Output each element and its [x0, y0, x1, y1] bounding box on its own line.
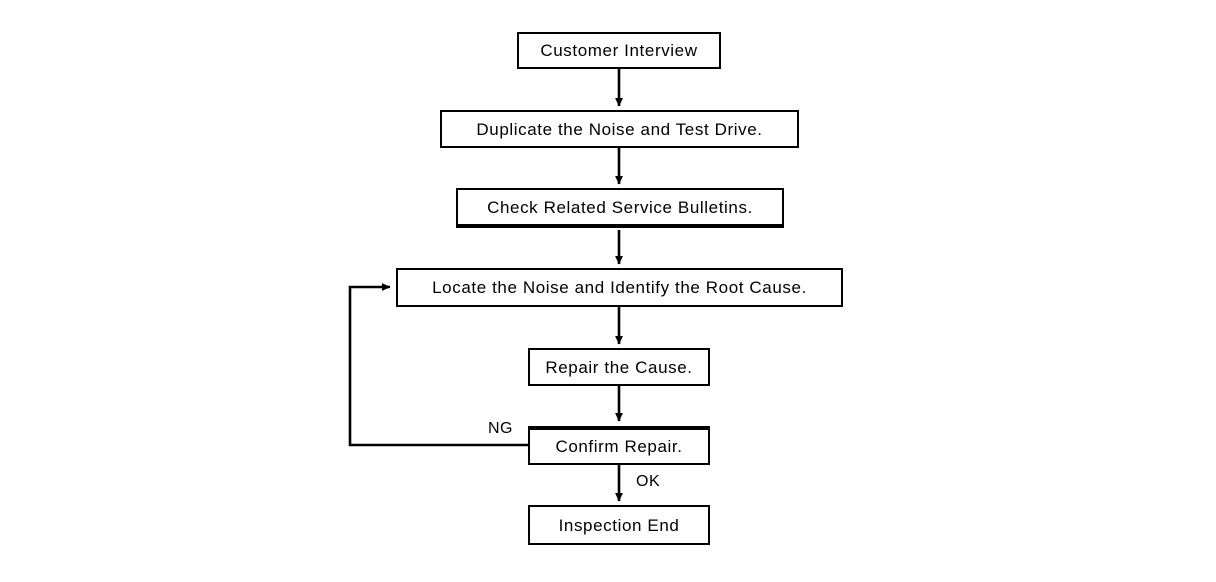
- node-label: Check Related Service Bulletins.: [487, 197, 753, 217]
- node-confirm-repair[interactable]: Confirm Repair.: [528, 426, 710, 465]
- node-label: Inspection End: [558, 515, 680, 535]
- edge-label-ng: NG: [488, 420, 513, 437]
- node-inspection-end[interactable]: Inspection End: [528, 505, 710, 545]
- node-label: Duplicate the Noise and Test Drive.: [476, 119, 763, 139]
- connector-ng-feedback-loop: [348, 283, 528, 447]
- node-label: Customer Interview: [540, 41, 698, 60]
- node-customer-interview[interactable]: Customer Interview: [517, 32, 721, 69]
- node-label: Confirm Repair.: [555, 437, 683, 456]
- node-repair-cause[interactable]: Repair the Cause.: [528, 348, 710, 386]
- node-check-bulletins[interactable]: Check Related Service Bulletins.: [456, 188, 784, 228]
- node-locate-noise[interactable]: Locate the Noise and Identify the Root C…: [396, 268, 843, 307]
- node-duplicate-noise[interactable]: Duplicate the Noise and Test Drive.: [440, 110, 799, 148]
- node-label: Locate the Noise and Identify the Root C…: [432, 278, 807, 297]
- node-label: Repair the Cause.: [545, 357, 693, 377]
- edge-label-ok: OK: [636, 473, 661, 490]
